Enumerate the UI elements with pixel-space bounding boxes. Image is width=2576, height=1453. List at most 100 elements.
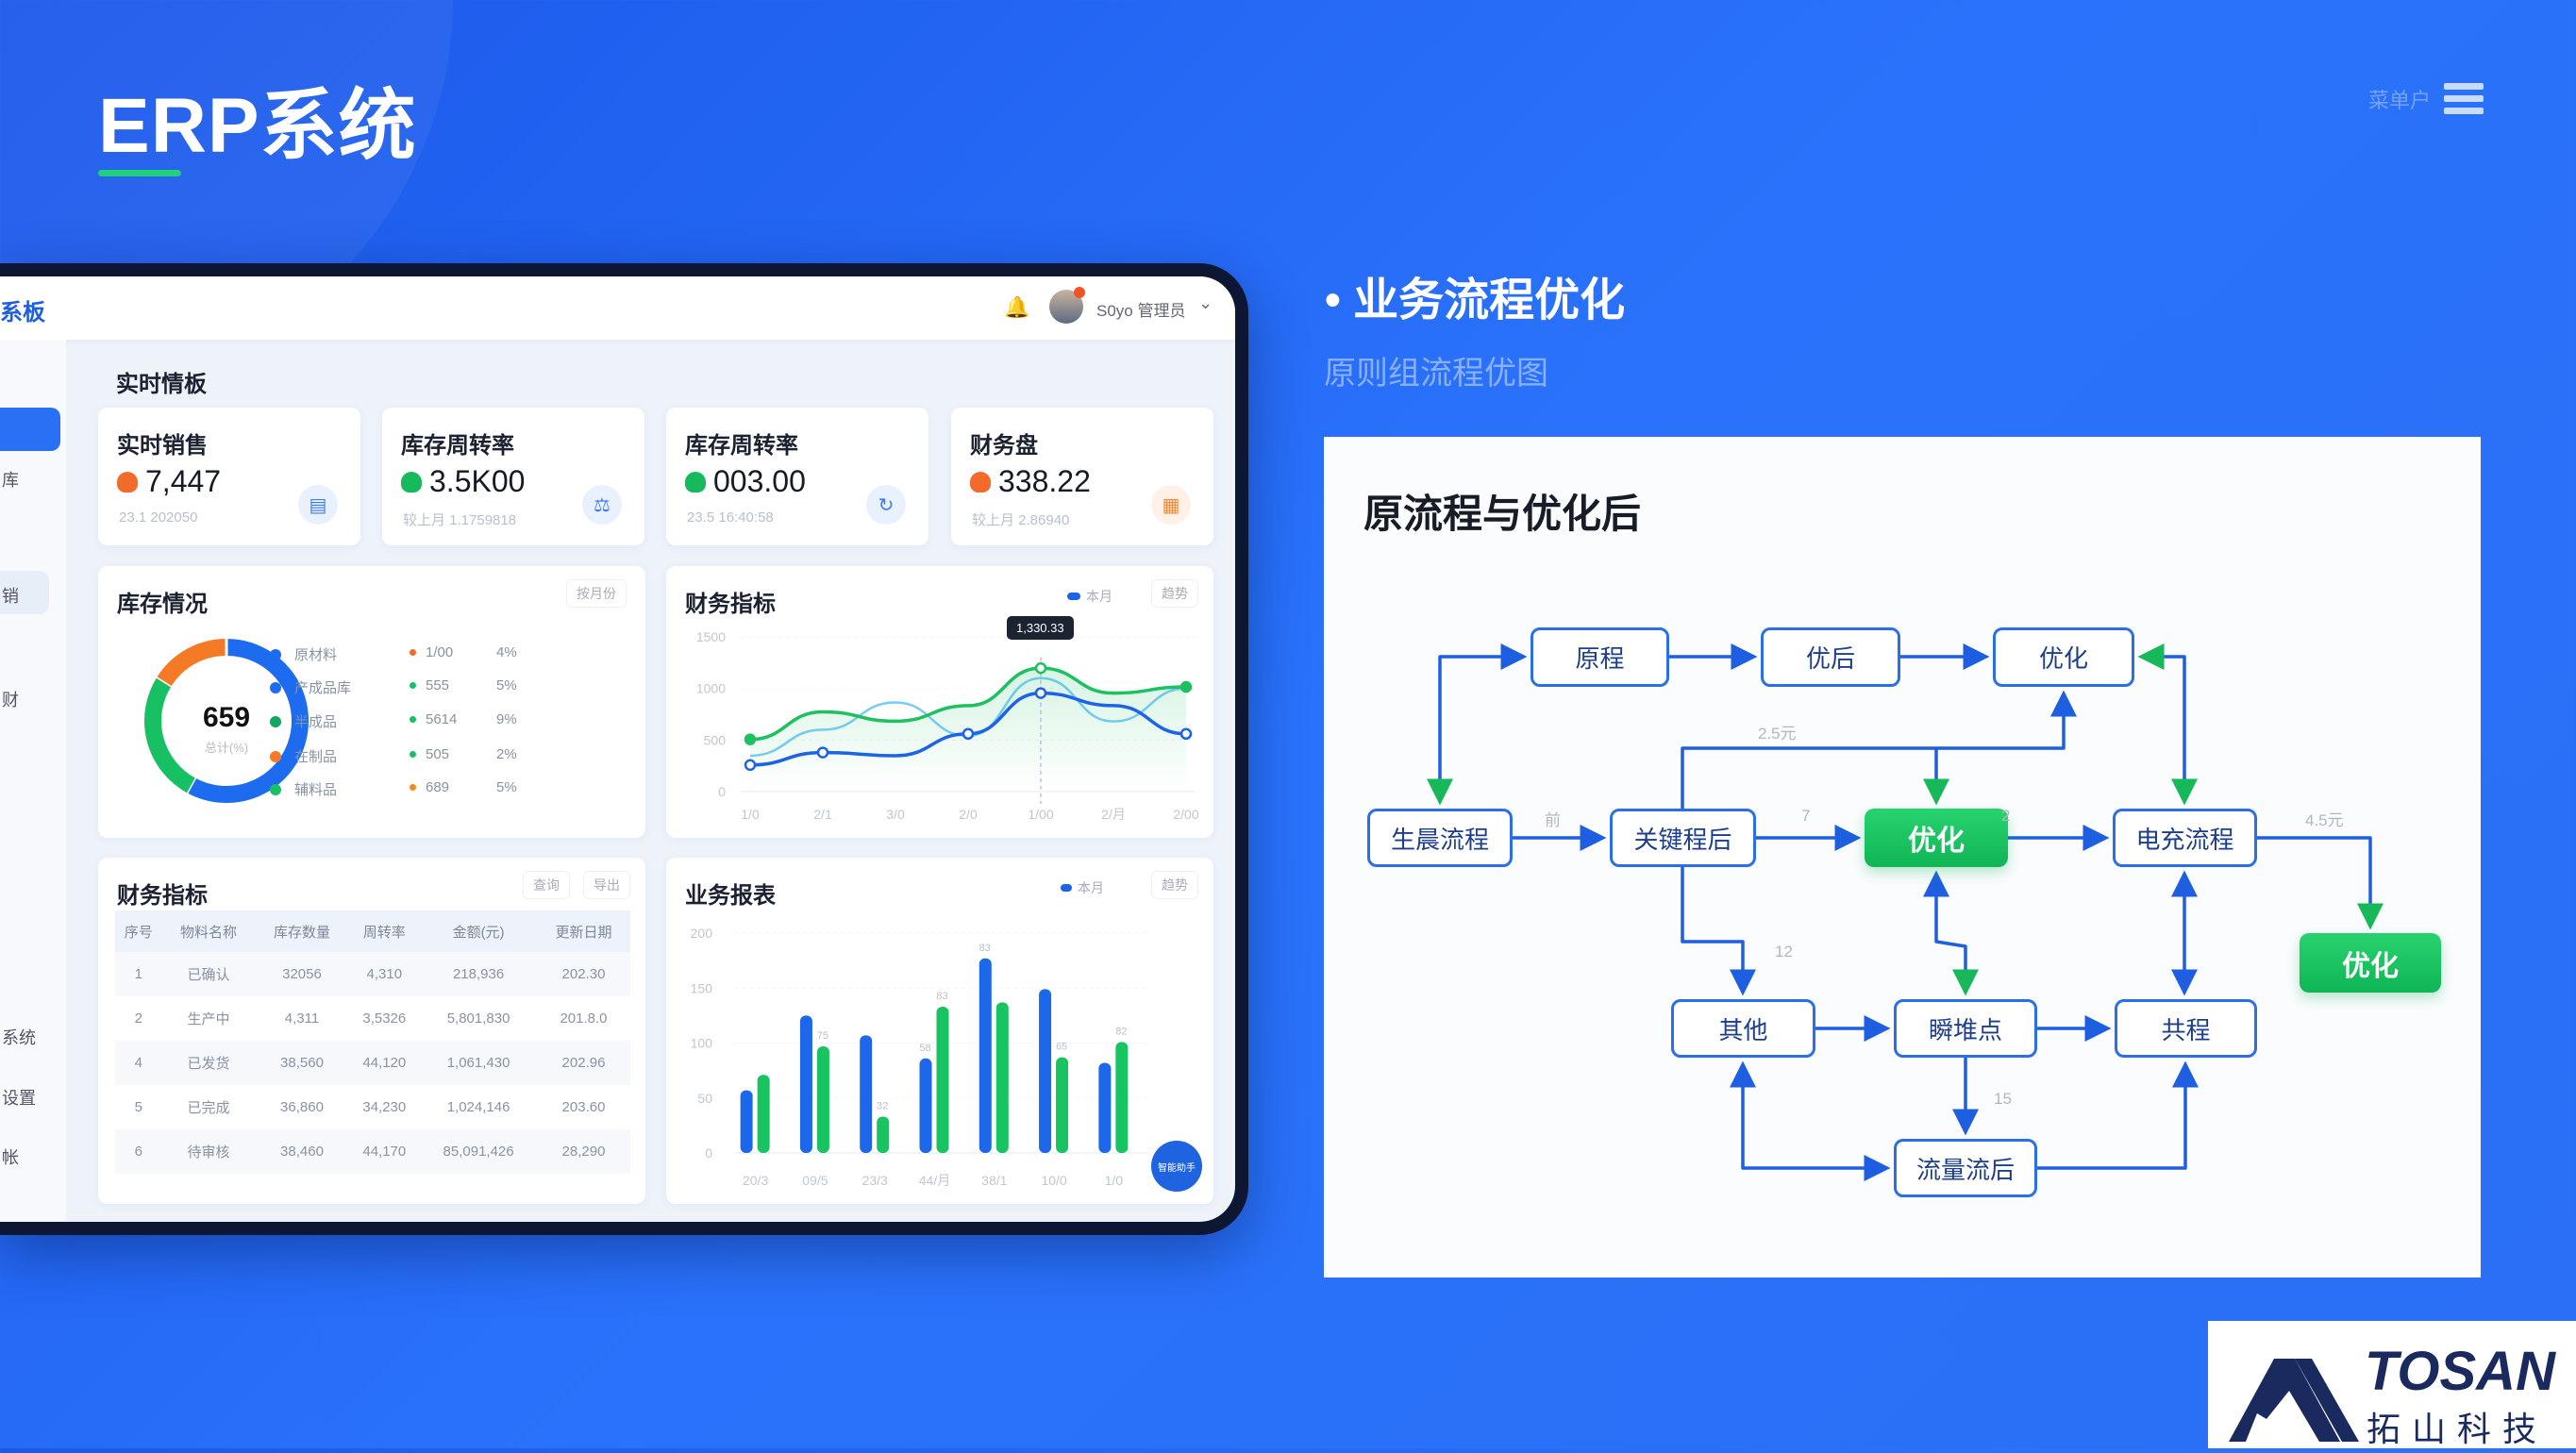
flow-node[interactable]: 优化 <box>1865 809 2008 867</box>
kpi-sub: 23.1 202050 <box>119 509 198 526</box>
avatar[interactable] <box>1049 287 1085 324</box>
column-header[interactable]: 物料名称 <box>161 910 256 952</box>
bar-value-label: 82 <box>1115 1026 1127 1037</box>
flow-section-title-text: 业务流程优化 <box>1353 276 1626 326</box>
bar[interactable] <box>979 958 992 1153</box>
flow-node[interactable]: 关键程后 <box>1610 809 1756 867</box>
sidebar-label[interactable]: 销 <box>2 587 19 606</box>
legend-row: 辅料品 <box>270 779 337 799</box>
legend-dot <box>270 715 281 727</box>
month-button[interactable]: 按月份 <box>566 579 627 608</box>
bar-value-label: 83 <box>979 943 991 954</box>
data-point[interactable] <box>1179 680 1193 693</box>
bar[interactable] <box>1056 1057 1069 1153</box>
bar[interactable] <box>1039 989 1052 1153</box>
data-point[interactable] <box>1034 687 1047 699</box>
data-point[interactable] <box>744 733 757 745</box>
y-tick-label: 100 <box>691 1036 713 1051</box>
flow-node[interactable]: 流量流后 <box>1894 1139 2037 1197</box>
bar[interactable] <box>740 1090 753 1153</box>
bar[interactable] <box>757 1075 770 1153</box>
donut-segment <box>144 676 196 793</box>
menu-button[interactable]: 菜单户 <box>2368 77 2484 120</box>
data-point[interactable] <box>1179 727 1193 741</box>
y-tick-label: 1000 <box>696 681 726 696</box>
flow-edge <box>1681 867 1756 996</box>
calendar-icon: ▦ <box>1151 485 1191 525</box>
kpi-card[interactable]: 财务盘 338.22 较上月 2.86940 ▦ <box>951 408 1213 545</box>
flow-edge <box>1681 690 2077 809</box>
flow-node[interactable]: 其他 <box>1671 999 1815 1058</box>
legend-dot <box>270 783 281 795</box>
tosan-logo: TOSAN 拓山科技 <box>2208 1321 2576 1448</box>
legend-value-text: 555 <box>426 677 450 693</box>
column-header[interactable]: 金额(元) <box>420 910 537 952</box>
flow-node[interactable]: 优后 <box>1761 627 1900 687</box>
data-point[interactable] <box>744 759 757 772</box>
kpi-card[interactable]: 库存周转率 003.00 23.5 16:40:58 ↻ <box>666 408 928 545</box>
bar[interactable] <box>936 1007 949 1153</box>
data-point[interactable] <box>962 727 975 741</box>
flow-node[interactable]: 瞬堆点 <box>1894 999 2037 1058</box>
column-header[interactable]: 序号 <box>115 910 162 952</box>
legend-row: 在制品 <box>270 746 337 766</box>
trend-button[interactable]: 趋势 <box>1151 871 1198 899</box>
flow-node[interactable]: 共程 <box>2115 999 2257 1058</box>
sidebar-label[interactable]: 设置 <box>2 1089 36 1108</box>
flow-node[interactable]: 优化 <box>1993 627 2134 687</box>
column-header[interactable]: 库存数量 <box>255 910 349 952</box>
column-header[interactable]: 更新日期 <box>536 910 630 952</box>
bar[interactable] <box>1098 1062 1112 1153</box>
legend-dot <box>270 648 281 660</box>
sidebar-label[interactable]: 系统 <box>2 1028 36 1047</box>
x-tick-label: 2/00 <box>1173 807 1198 822</box>
sidebar-item-active[interactable] <box>0 408 60 451</box>
query-button[interactable]: 查询 <box>523 871 570 899</box>
flow-node[interactable]: 生晨流程 <box>1367 809 1513 867</box>
bar[interactable] <box>799 1015 812 1153</box>
legend-value: 5614 <box>410 711 457 727</box>
bar[interactable] <box>877 1116 890 1153</box>
sidebar-label[interactable]: 库 <box>2 471 19 490</box>
sidebar-item[interactable] <box>0 571 49 614</box>
flow-panel: 原流程与优化后 原程优后优化生晨流程关键程后优化电充流程优化其他瞬堆点共程流量流… <box>1324 437 2481 1278</box>
assistant-fab[interactable]: 智能助手 <box>1151 1141 1202 1192</box>
bar[interactable] <box>919 1058 932 1153</box>
data-point[interactable] <box>1034 661 1047 675</box>
bar[interactable] <box>816 1045 829 1153</box>
chart-legend: 本月 <box>1067 587 1112 606</box>
bar[interactable] <box>860 1035 873 1153</box>
export-button[interactable]: 导出 <box>583 871 630 899</box>
chevron-down-icon[interactable]: ⌄ <box>1198 293 1213 312</box>
trend-button[interactable]: 趋势 <box>1151 579 1198 608</box>
legend-pct: 5% <box>496 779 517 795</box>
chart-legend: 本月 <box>1061 878 1104 897</box>
bar[interactable] <box>995 1002 1009 1153</box>
edge-label: 前 <box>1545 811 1561 829</box>
kpi-trend-icon <box>685 472 706 493</box>
kpi-name: 实时销售 <box>117 433 208 459</box>
bar[interactable] <box>1115 1042 1129 1153</box>
column-header[interactable]: 周转率 <box>348 910 421 952</box>
sidebar-label[interactable]: 帐 <box>2 1148 19 1167</box>
legend-name: 产成品库 <box>294 680 352 696</box>
flow-node[interactable]: 优化 <box>2300 933 2441 993</box>
flow-node[interactable]: 电充流程 <box>2113 809 2257 867</box>
kpi-trend-icon <box>970 472 991 493</box>
legend-name: 原材料 <box>294 647 338 663</box>
user-name[interactable]: S0yo 管理员 <box>1096 302 1186 320</box>
bell-icon[interactable]: 🔔 <box>1004 295 1030 319</box>
sidebar-label[interactable]: 财 <box>2 691 19 710</box>
kpi-card[interactable]: 库存周转率 3.5K00 较上月 1.1759818 ⚖ <box>382 408 644 545</box>
kpi-name: 库存周转率 <box>401 433 514 459</box>
table-header: 序号物料名称库存数量周转率金额(元)更新日期 <box>115 910 630 952</box>
kpi-card[interactable]: 实时销售 7,447 23.1 202050 ▤ <box>98 408 360 545</box>
legend-label: 本月 <box>1078 880 1104 895</box>
flow-node[interactable]: 原程 <box>1531 627 1669 687</box>
data-point[interactable] <box>816 746 829 759</box>
